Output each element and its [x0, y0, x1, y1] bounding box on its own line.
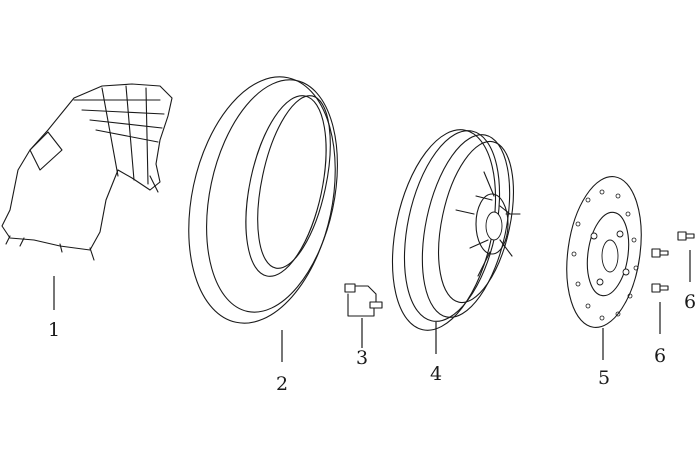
callout-1: 1 [48, 319, 60, 341]
callout-2: 2 [276, 373, 288, 395]
wheel-part [391, 129, 521, 331]
valve-part [344, 283, 383, 317]
bolt-part-mid [651, 248, 669, 258]
callout-6-upper: 6 [684, 291, 696, 313]
callout-6-lower: 6 [654, 345, 666, 367]
callout-5: 5 [598, 367, 610, 389]
fender-part [1, 83, 173, 261]
brake-disc-part [566, 176, 642, 328]
bolt-part-upper [677, 231, 695, 241]
callout-4: 4 [430, 363, 442, 385]
callout-3: 3 [356, 347, 368, 369]
tire-part [188, 76, 338, 324]
bolt-part-lower [651, 283, 669, 293]
